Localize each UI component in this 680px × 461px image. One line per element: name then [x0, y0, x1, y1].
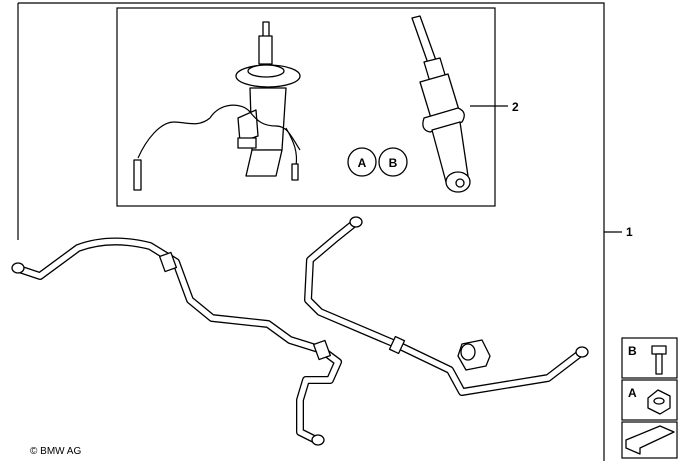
kit-circle-b[interactable]: [378, 147, 408, 177]
kit-circle-a[interactable]: [347, 147, 377, 177]
kit-labels-group: A B: [347, 147, 408, 177]
kit-label-b: B: [389, 156, 398, 170]
rear-stabilizer-bar[interactable]: [304, 216, 589, 396]
front-strut-illustration[interactable]: [133, 21, 301, 191]
main-assembly-frame: [18, 2, 605, 461]
bolt-icon: [651, 345, 667, 375]
callout-label-1[interactable]: 1: [626, 225, 633, 239]
legend-label-a: A: [628, 386, 637, 400]
copyright-text: © BMW AG: [30, 446, 82, 457]
legend-box-nut[interactable]: [621, 379, 678, 421]
nut-icon: [647, 389, 671, 415]
stabilizer-bushing-illustration[interactable]: [457, 339, 491, 371]
kit-label-a: A: [358, 156, 367, 170]
legend-panel: B A: [621, 337, 678, 459]
front-stabilizer-bar[interactable]: [11, 237, 342, 446]
legend-box-bolt[interactable]: [621, 337, 678, 379]
legend-label-b: B: [628, 344, 637, 358]
strut-group-box: [116, 7, 496, 207]
shock-absorber-illustration[interactable]: [411, 15, 471, 193]
callout-label-2[interactable]: 2: [512, 100, 519, 114]
arrow-icon: [625, 425, 675, 455]
legend-box-arrow[interactable]: [621, 421, 678, 459]
